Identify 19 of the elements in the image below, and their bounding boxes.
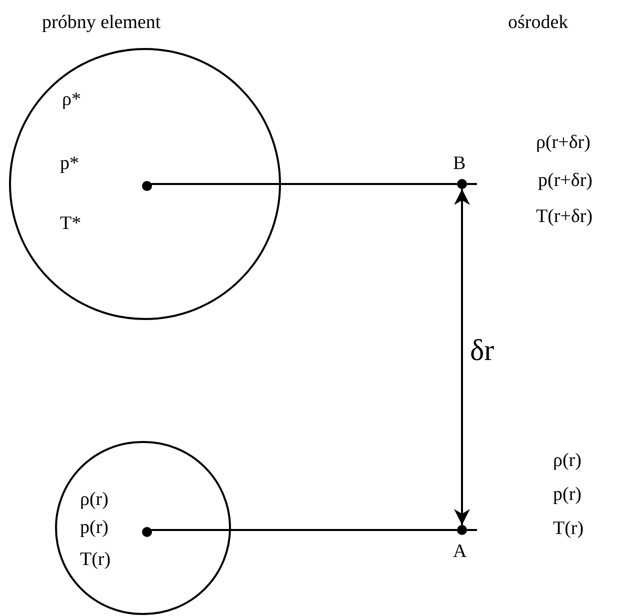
quantity-label: ρ(r+δr)	[536, 132, 590, 155]
quantity-label: T(r)	[553, 518, 584, 541]
quantity-label: T(r)	[80, 548, 111, 572]
heading: próbny element	[42, 12, 161, 35]
quantity-label: T(r+δr)	[536, 206, 593, 229]
point-label: B	[453, 152, 466, 176]
quantity-label: p(r)	[553, 484, 582, 507]
connector-line	[454, 189, 470, 525]
point-label: A	[453, 540, 467, 564]
quantity-label: p(r)	[80, 516, 108, 540]
connector-line	[150, 183, 457, 185]
heading: ośrodek	[508, 12, 568, 35]
connector-line	[150, 529, 457, 531]
quantity-label: p(r+δr)	[538, 170, 592, 193]
quantity-label: p*	[60, 152, 79, 176]
quantity-label: T*	[60, 212, 82, 236]
quantity-label: ρ*	[62, 88, 81, 112]
quantity-label: ρ(r)	[80, 488, 108, 512]
quantity-label: ρ(r)	[553, 450, 582, 473]
